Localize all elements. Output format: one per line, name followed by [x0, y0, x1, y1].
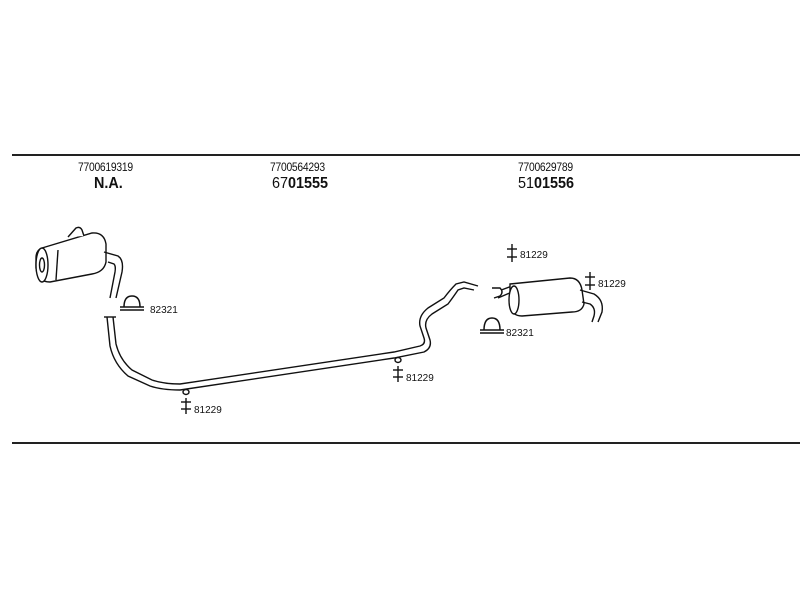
rear-silencer [492, 277, 604, 323]
order-code-col3-prefix: 51 [518, 175, 535, 192]
order-code-col1: N.A. [94, 175, 123, 192]
hanger-mid [393, 356, 403, 382]
clamp-right [480, 317, 504, 334]
top-divider-line [12, 154, 800, 156]
order-code-col3: 5101556 [518, 175, 574, 193]
clamp-left-label: 82321 [150, 305, 178, 316]
part-number-col1: 7700619319 [78, 160, 133, 174]
clamp-left [120, 295, 144, 311]
order-code-col2-prefix: 67 [272, 175, 289, 192]
hanger-mid-label: 81229 [406, 373, 434, 384]
hanger-right-end [585, 272, 595, 290]
order-code-col2-main: 01555 [288, 175, 329, 192]
bottom-divider-line [12, 442, 800, 444]
part-number-col2: 7700564293 [270, 160, 325, 174]
hanger-right-top-label: 81229 [520, 250, 548, 261]
part-number-col3: 7700629789 [518, 160, 573, 174]
middle-pipe [104, 281, 479, 391]
hanger-left-low [181, 388, 191, 414]
order-code-col3-main: 01556 [534, 175, 575, 192]
order-code-col2: 6701555 [272, 175, 328, 193]
hanger-left-low-label: 81229 [194, 405, 222, 416]
clamp-right-label: 82321 [506, 328, 534, 339]
hanger-right-top [507, 244, 517, 262]
hanger-right-end-label: 81229 [598, 279, 626, 290]
front-silencer [35, 226, 124, 299]
